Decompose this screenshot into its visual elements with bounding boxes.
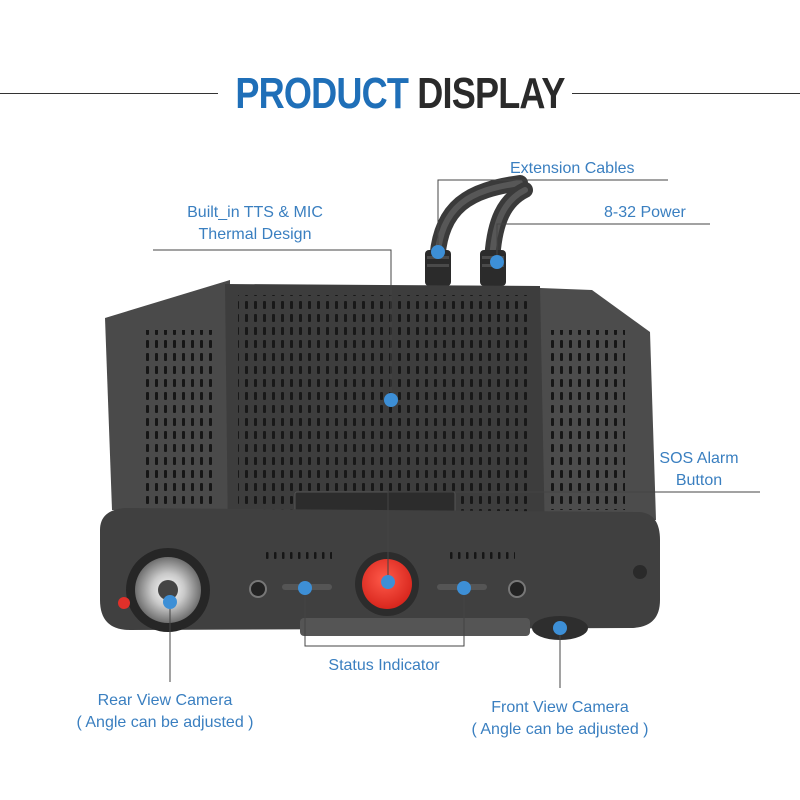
label-front-camera: Front View Camera ( Angle can be adjuste… [455,697,665,741]
callout-dots [163,245,567,635]
label-rear-line1: Rear View Camera [97,692,233,709]
extension-cables-graphic [425,175,533,286]
title-part-1: PRODUCT [235,69,409,118]
title-rule-left [0,93,218,94]
label-tts-line2: Thermal Design [198,226,312,243]
label-tts-line1: Built_in TTS & MIC [187,204,323,221]
label-rear-camera: Rear View Camera ( Angle can be adjusted… [60,690,270,734]
label-front-line1: Front View Camera [491,699,629,716]
label-status-indicator: Status Indicator [328,657,440,674]
label-power: 8-32 Power [604,204,686,221]
callout-lines [153,179,760,688]
label-rear-line2: ( Angle can be adjusted ) [76,714,254,731]
label-front-line2: ( Angle can be adjusted ) [471,721,649,738]
label-tts-mic: Built_in TTS & MIC Thermal Design [180,202,330,246]
label-sos-alarm: SOS Alarm Button [644,448,754,492]
page-title: PRODUCT DISPLAY [72,66,728,122]
label-sos-line2: Button [675,472,723,489]
title-part-2: DISPLAY [417,69,565,118]
label-extension-cables: Extension Cables [510,160,635,177]
label-sos-line1: SOS Alarm [659,450,739,467]
title-rule-right [572,93,800,94]
